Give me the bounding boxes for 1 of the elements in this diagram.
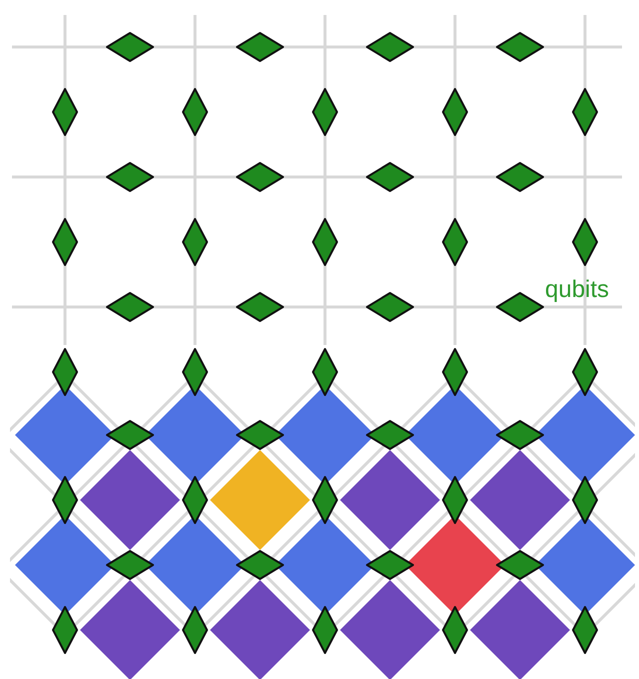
annotation-label: qubits — [545, 276, 610, 304]
